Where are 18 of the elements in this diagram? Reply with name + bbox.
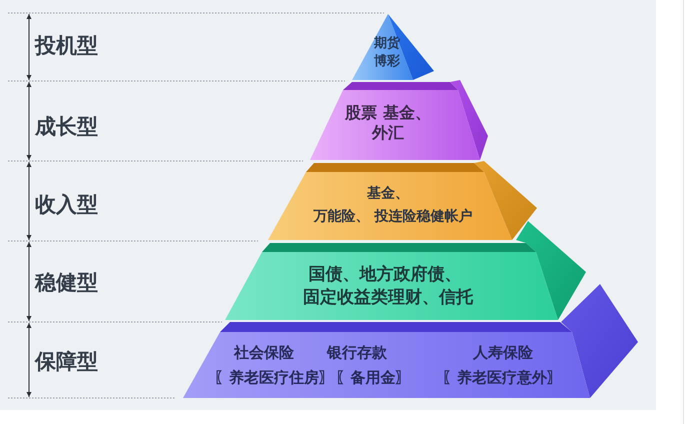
tier-text: 固定收益类理财、信托 [303, 287, 473, 309]
tier-category-label: 成长型 [35, 114, 98, 140]
tier-text: 〖养老医疗住房〗 [214, 368, 334, 388]
tier-category-label: 稳健型 [35, 270, 98, 296]
tier-category-label: 收入型 [35, 192, 98, 218]
tier-category-label: 投机型 [35, 33, 98, 59]
tier-text: 基金、 [367, 185, 409, 203]
tier-text: 〖备用金〗 [336, 368, 410, 388]
tier-text: 博彩 [374, 54, 400, 70]
tier-text: 社会保险 [234, 344, 294, 362]
tier-text: 期货 [374, 36, 400, 52]
tier-category-label: 保障型 [35, 349, 98, 375]
tier-text: 人寿保险 [473, 344, 533, 362]
tier-text: 股票 基金、外汇 [344, 103, 432, 143]
tier-text: 国债、地方政府债、 [308, 264, 462, 286]
tier-text: 银行存款 [327, 344, 387, 362]
tier-text: 〖养老医疗意外〗 [442, 368, 562, 388]
tier-text: 万能险、 投连险稳健帐户 [314, 208, 472, 226]
